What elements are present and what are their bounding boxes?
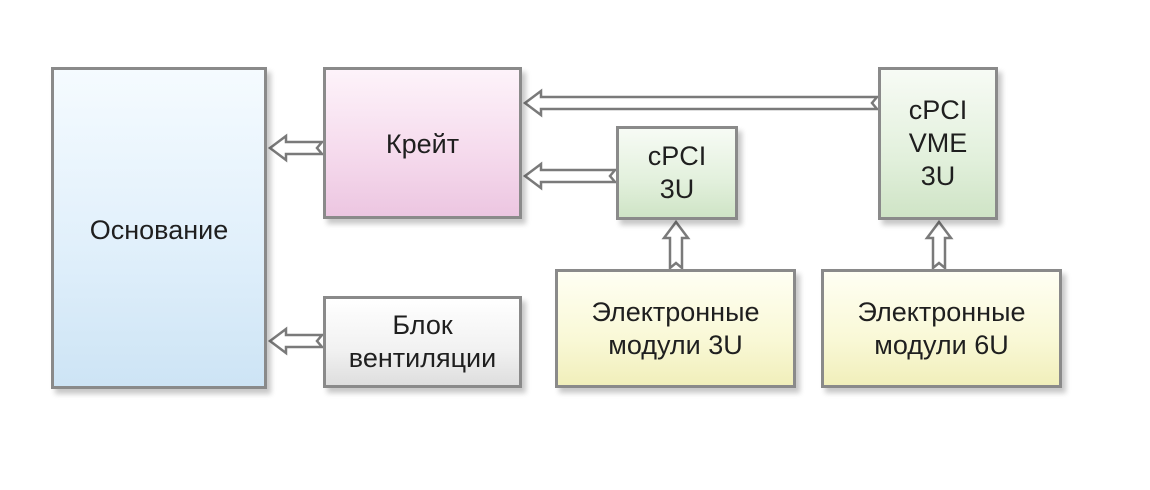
base-label: Основание <box>89 215 229 245</box>
crate-label: Крейт <box>385 129 460 159</box>
modules-6u-label-line-2: модули 6U <box>874 329 1009 360</box>
arrow-crate-to-base <box>267 133 325 163</box>
cpci-3u-label-line-2: 3U <box>659 174 695 204</box>
fan-label-line-2: вентиляции <box>348 343 497 373</box>
cpci-3u-label-line-1: cPCI <box>647 141 707 171</box>
arrow-cpci3u-to-crate <box>522 161 618 191</box>
arrow-cpcivme-to-crate <box>522 88 880 118</box>
arrow-mod6u-to-cpcivme <box>924 219 954 271</box>
modules-3u-label-line-2: модули 3U <box>608 329 743 360</box>
modules-6u-label-line-1: Электронные <box>857 296 1026 327</box>
cpci-vme-label-line-1: cPCI <box>908 95 968 125</box>
arrow-fan-to-base <box>267 326 325 356</box>
modules-3u-node: Электронные модули 3U <box>555 269 796 388</box>
cpci-3u-node: cPCI 3U <box>616 126 738 220</box>
modules-3u-label-line-1: Электронные <box>591 296 760 327</box>
cpci-vme-label-line-2: VME <box>908 128 968 158</box>
modules-6u-node: Электронные модули 6U <box>821 269 1062 388</box>
cpci-vme-node: cPCI VME 3U <box>878 67 998 220</box>
base-node: Основание <box>51 67 267 389</box>
fan-label-line-1: Блок <box>392 310 453 340</box>
cpci-vme-label-line-3: 3U <box>920 161 956 191</box>
crate-node: Крейт <box>323 67 522 219</box>
arrow-mod3u-to-cpci3u <box>661 219 691 271</box>
fan-unit-node: Блок вентиляции <box>323 296 522 388</box>
